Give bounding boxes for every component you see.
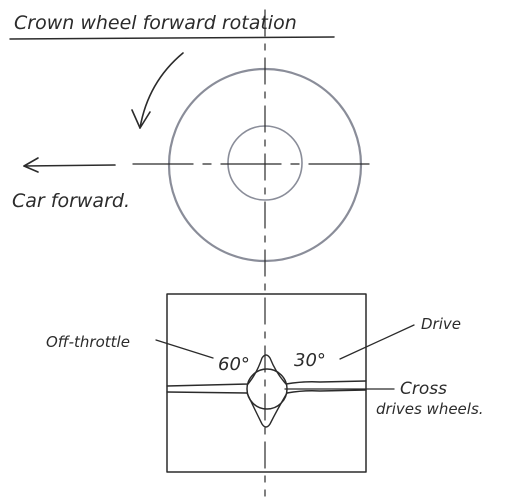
shaft-top-line	[166, 354, 367, 387]
shaft-bottom-line	[166, 389, 367, 428]
differential-box	[166, 293, 367, 473]
rotation-arrow	[139, 52, 184, 129]
cross-label-line1: Cross	[400, 379, 447, 399]
off-throttle-leader	[155, 339, 214, 359]
cross-label-line2: drives wheels.	[376, 400, 484, 418]
title-underline	[9, 36, 335, 40]
angle-off-throttle: 60°	[218, 354, 250, 375]
angle-drive: 30°	[294, 350, 326, 371]
off-throttle-label: Off-throttle	[46, 333, 130, 351]
rotation-arrowhead	[131, 109, 151, 129]
drive-label: Drive	[421, 315, 461, 333]
diagram-title: Crown wheel forward rotation	[14, 12, 297, 34]
drive-leader	[339, 324, 415, 360]
car-forward-label: Car forward.	[12, 190, 130, 212]
car-forward-arrow-shaft	[23, 164, 116, 167]
car-forward-arrowhead	[23, 157, 39, 173]
cross-pin	[246, 368, 288, 410]
